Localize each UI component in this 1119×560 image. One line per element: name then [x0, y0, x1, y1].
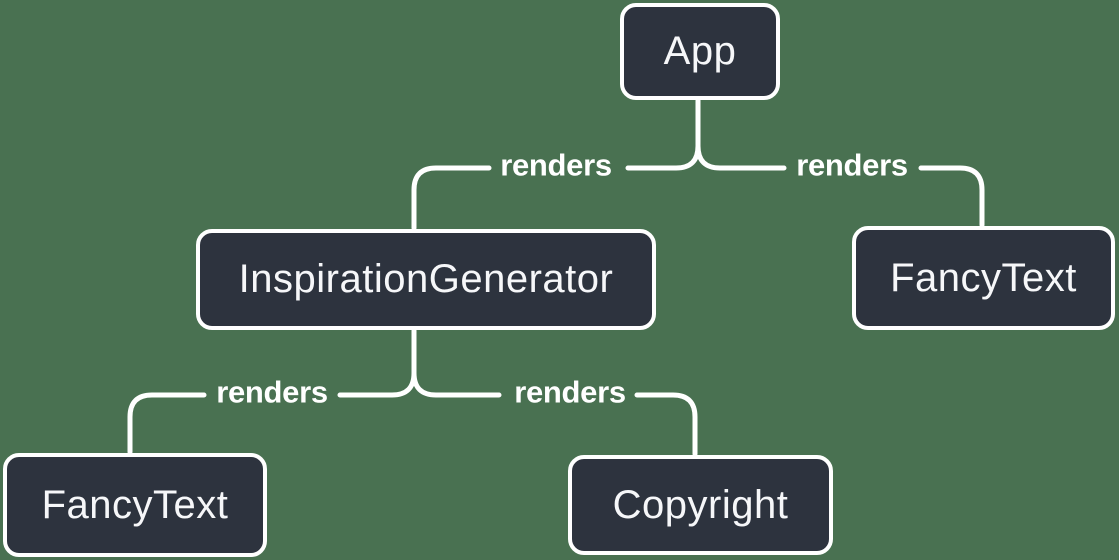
node-app: App: [620, 3, 780, 100]
edge-label-renders-app-fancytext: renders: [796, 147, 908, 183]
node-fancy-text-left: FancyText: [3, 453, 267, 557]
edge-label-renders-app-inspirationgenerator: renders: [500, 147, 612, 183]
node-fancy-text-right: FancyText: [852, 226, 1115, 330]
edge-label-renders-inspirationgenerator-fancytext: renders: [216, 374, 328, 410]
node-copyright-label: Copyright: [612, 482, 789, 527]
node-fancy-text-left-label: FancyText: [41, 482, 229, 527]
edge-inspirationgenerator-copyright: [411, 328, 698, 457]
edge-app-fancytext: [695, 98, 985, 228]
node-app-label: App: [663, 29, 737, 73]
node-fancy-text-right-label: FancyText: [890, 255, 1077, 300]
node-inspiration-generator: InspirationGenerator: [196, 229, 656, 330]
node-copyright: Copyright: [568, 455, 833, 555]
edge-label-renders-inspirationgenerator-copyright: renders: [514, 374, 626, 410]
node-inspiration-generator-label: InspirationGenerator: [238, 257, 614, 301]
